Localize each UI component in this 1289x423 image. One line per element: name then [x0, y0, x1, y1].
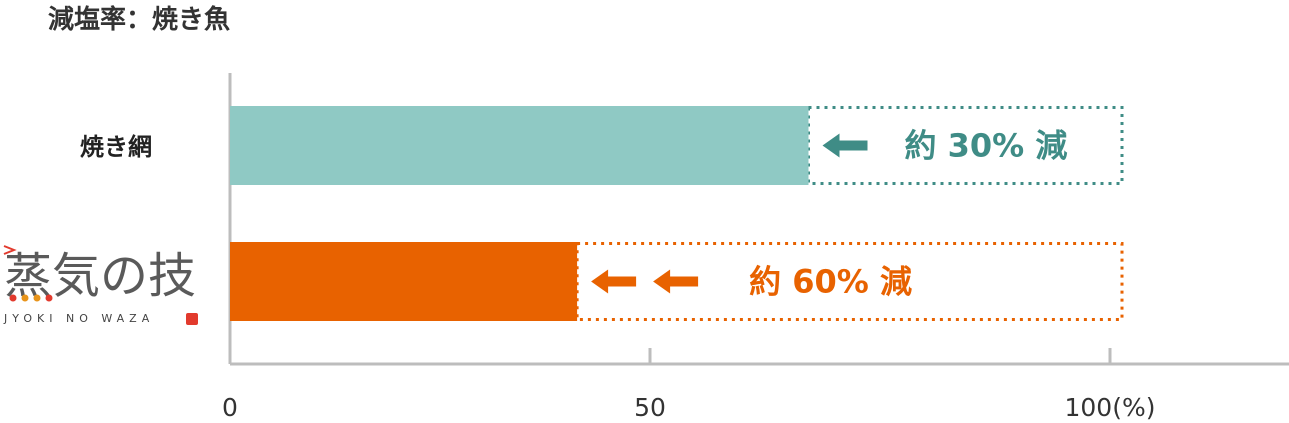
bar-0 [230, 106, 809, 185]
x-tick-label-0: 0 [222, 393, 238, 422]
reduction-label-1: 約 60% 減 [749, 263, 912, 301]
reduction-arrow-1-1 [653, 269, 699, 294]
reduction-box-1 [575, 242, 1124, 321]
category-label-yakiami: 焼き網 [80, 133, 152, 161]
brand-logo: 蒸気の技 JYOKI NO WAZA [3, 245, 198, 325]
brand-logo-accent [3, 245, 17, 255]
chart-title: 減塩率：焼き魚 [48, 4, 230, 35]
brand-logo-dots [9, 294, 53, 302]
brand-logo-badge [186, 313, 198, 325]
brand-logo-wordmark: 蒸気の技 [4, 248, 196, 304]
x-tick-label-50: 50 [634, 393, 666, 422]
reduction-box-0 [807, 106, 1124, 185]
reduction-label-0: 約 30% 減 [905, 127, 1068, 165]
bars-group: 約 30% 減約 60% 減 [230, 106, 1124, 321]
x-tick-label-100: 100(%) [1065, 393, 1156, 422]
reduction-arrow-1-0 [591, 269, 637, 294]
brand-logo-romaji: JYOKI NO WAZA [3, 312, 154, 325]
reduction-arrow-0-0 [822, 133, 868, 158]
bar-1 [230, 242, 578, 321]
